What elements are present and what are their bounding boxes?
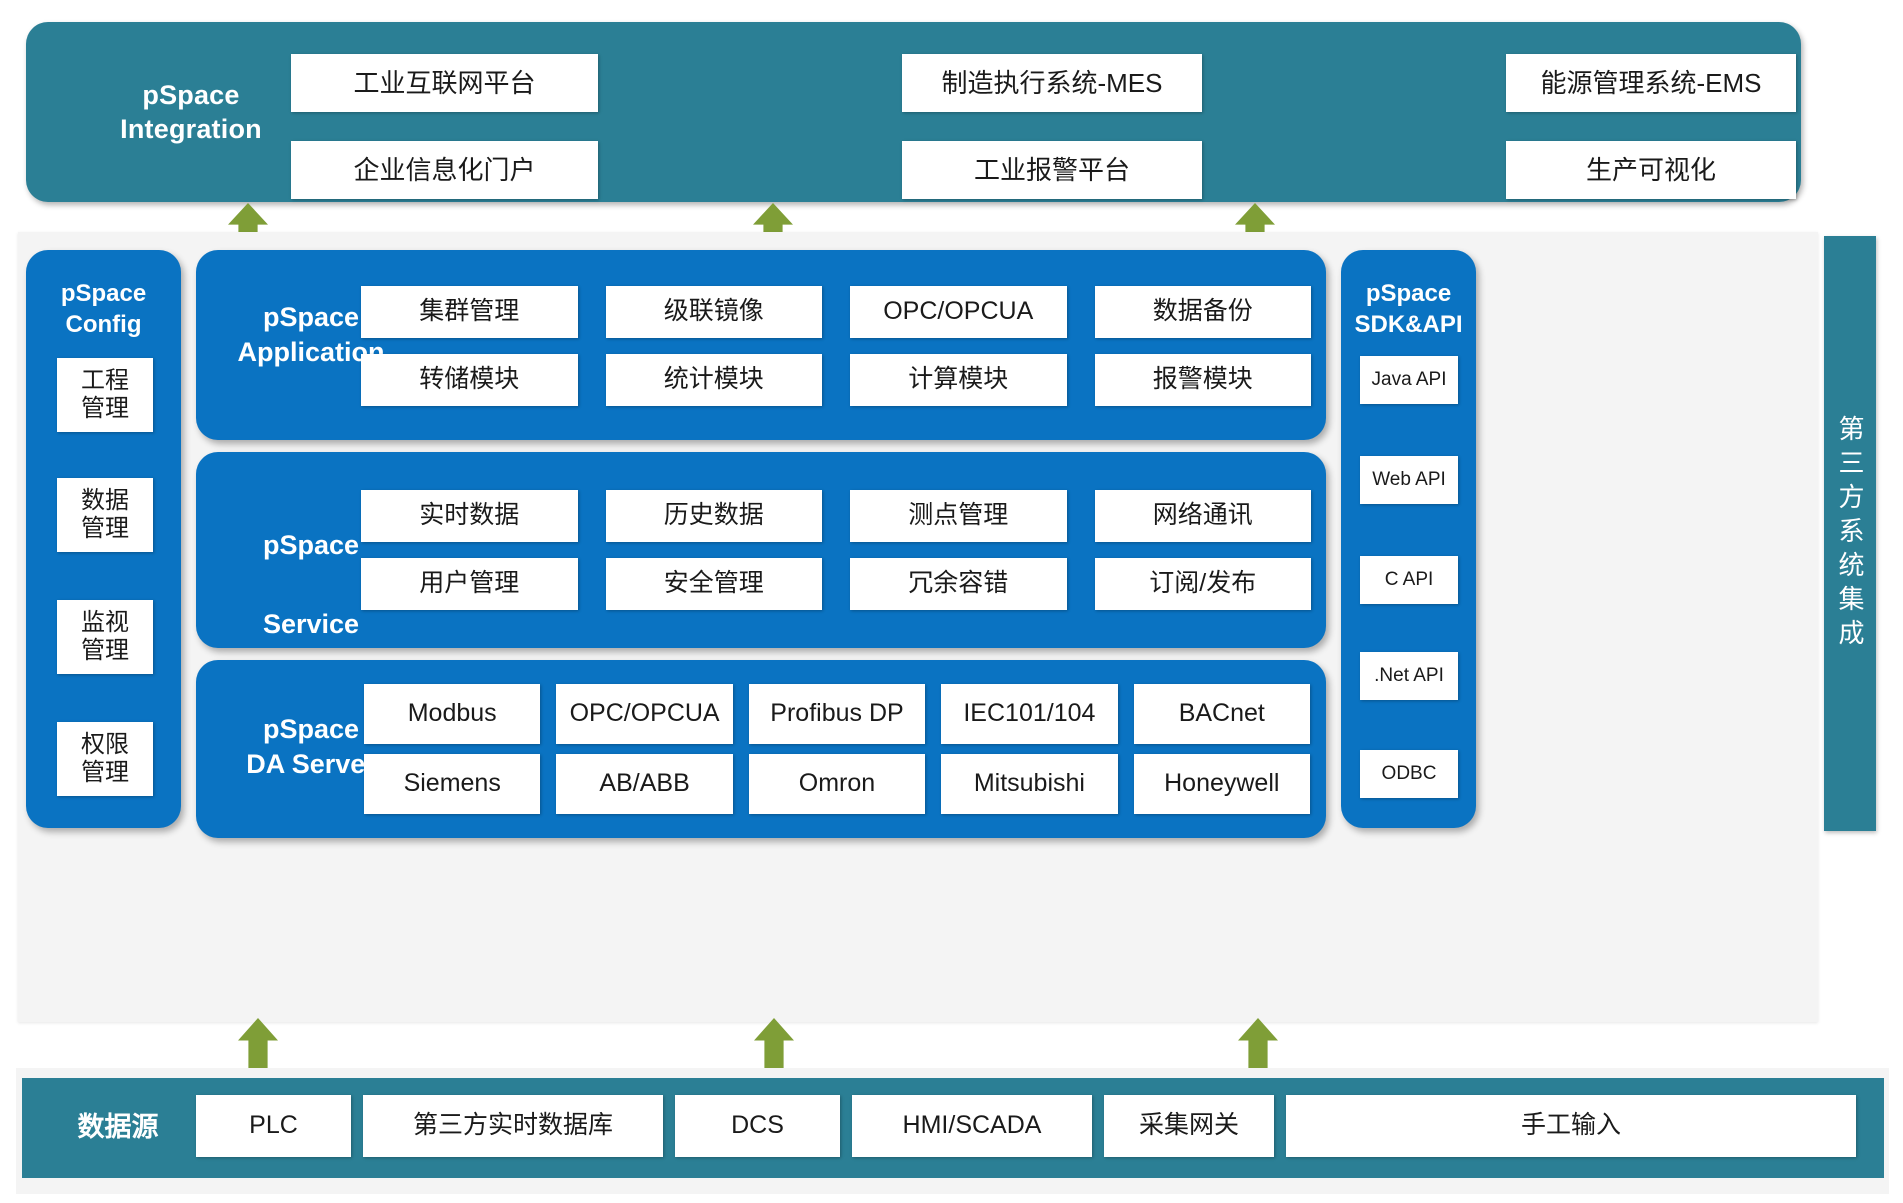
integration-tile-grid: 工业互联网平台 企业信息化门户 制造执行系统-MES 工业报警平台 能源管理系统… <box>291 54 1796 199</box>
sdk-api-title-line1: pSpace <box>1365 280 1452 307</box>
application-title-line2: Application <box>237 337 385 368</box>
integration-title-line2: Integration <box>120 113 262 144</box>
config-tile-project-management[interactable]: 工程 管理 <box>57 358 153 432</box>
sdk-tile-dotnet-api[interactable]: .Net API <box>1360 652 1458 700</box>
integration-tile-alarm-platform[interactable]: 工业报警平台 <box>902 141 1202 199</box>
sdk-api-title-line2: SDK&API <box>1354 311 1463 339</box>
arrow-up-right-to-da-server <box>1238 1018 1278 1068</box>
integration-tile-production-visualization[interactable]: 生产可视化 <box>1506 141 1796 199</box>
config-tile-0-line2: 管理 <box>81 395 129 422</box>
config-tile-1-line1: 数据 <box>81 486 129 514</box>
datasource-tile-plc[interactable]: PLC <box>196 1095 351 1157</box>
integration-tile-mes[interactable]: 制造执行系统-MES <box>902 54 1202 112</box>
service-tile-network-communication[interactable]: 网络通讯 <box>1094 490 1311 542</box>
da-tile-modbus[interactable]: Modbus <box>364 684 541 744</box>
service-title-line2: Service <box>262 609 360 639</box>
datasource-tile-hmi-scada[interactable]: HMI/SCADA <box>852 1095 1092 1157</box>
application-tile-grid: 集群管理 级联镜像 OPC/OPCUA 数据备份 转储模块 统计模块 计算模块 … <box>361 286 1311 406</box>
config-tile-3-line2: 管理 <box>81 759 129 786</box>
da-tile-profibus-dp[interactable]: Profibus DP <box>748 684 926 744</box>
config-tile-2-line1: 监视 <box>81 608 129 636</box>
da-tile-bacnet[interactable]: BACnet <box>1133 684 1310 744</box>
application-tile-cascade-mirror[interactable]: 级联镜像 <box>605 286 822 338</box>
config-tile-2-line2: 管理 <box>81 637 129 664</box>
da-server-title: pSpace DA Server <box>216 712 406 782</box>
config-panel: pSpace Config 工程 管理 数据 管理 监视 管理 权限 管理 <box>26 250 181 828</box>
arrow-up-left-to-da-server <box>238 1018 278 1068</box>
service-panel: pSpace Service 实时数据 历史数据 测点管理 网络通讯 用户管理 … <box>196 452 1326 648</box>
da-server-tile-grid: Modbus OPC/OPCUA Profibus DP IEC101/104 … <box>364 684 1310 814</box>
config-title: pSpace Config <box>26 278 181 340</box>
application-title: pSpace Application <box>216 300 406 370</box>
config-tile-permission-management[interactable]: 权限 管理 <box>57 722 153 796</box>
integration-title: pSpace Integration <box>86 79 296 147</box>
datasource-tile-collection-gateway[interactable]: 采集网关 <box>1104 1095 1274 1157</box>
application-tile-calculation-module[interactable]: 计算模块 <box>850 354 1067 406</box>
da-server-title-line2: DA Server <box>246 749 376 780</box>
application-tile-opc-opcua[interactable]: OPC/OPCUA <box>850 286 1067 338</box>
service-tile-redundancy-fault-tolerance[interactable]: 冗余容错 <box>850 558 1067 610</box>
da-server-title-line1: pSpace <box>262 714 360 744</box>
application-tile-cluster-management[interactable]: 集群管理 <box>361 286 578 338</box>
da-tile-mitsubishi[interactable]: Mitsubishi <box>941 754 1118 814</box>
third-party-integration-label: 第三方系统集成 <box>1835 414 1865 653</box>
service-title-line1: pSpace <box>262 530 360 560</box>
application-tile-transfer-module[interactable]: 转储模块 <box>361 354 578 406</box>
datasource-tile-grid: PLC 第三方实时数据库 DCS HMI/SCADA 采集网关 手工输入 <box>196 1095 1856 1157</box>
da-tile-ab-abb[interactable]: AB/ABB <box>556 754 733 814</box>
sdk-api-title: pSpace SDK&API <box>1341 278 1476 340</box>
application-tile-statistics-module[interactable]: 统计模块 <box>605 354 822 406</box>
sdk-api-panel: pSpace SDK&API Java API Web API C API .N… <box>1341 250 1476 828</box>
service-tile-user-management[interactable]: 用户管理 <box>361 558 578 610</box>
datasource-tile-third-party-rtdb[interactable]: 第三方实时数据库 <box>363 1095 663 1157</box>
integration-tile-ems[interactable]: 能源管理系统-EMS <box>1506 54 1796 112</box>
arrow-up-center-to-da-server <box>754 1018 794 1068</box>
datasource-tile-dcs[interactable]: DCS <box>675 1095 840 1157</box>
application-title-line1: pSpace <box>262 302 360 332</box>
da-tile-honeywell[interactable]: Honeywell <box>1133 754 1310 814</box>
sdk-tile-c-api[interactable]: C API <box>1360 556 1458 604</box>
sdk-tile-odbc[interactable]: ODBC <box>1360 750 1458 798</box>
config-tile-0-line1: 工程 <box>81 366 129 394</box>
service-tile-history-data[interactable]: 历史数据 <box>605 490 822 542</box>
config-tile-data-management[interactable]: 数据 管理 <box>57 478 153 552</box>
service-tile-security-management[interactable]: 安全管理 <box>605 558 822 610</box>
service-tile-subscribe-publish[interactable]: 订阅/发布 <box>1094 558 1311 610</box>
integration-band: pSpace Integration 工业互联网平台 企业信息化门户 制造执行系… <box>26 22 1801 202</box>
integration-tile-enterprise-portal[interactable]: 企业信息化门户 <box>291 141 598 199</box>
integration-title-line1: pSpace <box>142 80 240 110</box>
datasource-tile-manual-input[interactable]: 手工输入 <box>1286 1095 1856 1157</box>
sdk-tile-web-api[interactable]: Web API <box>1360 456 1458 504</box>
integration-tile-iiot-platform[interactable]: 工业互联网平台 <box>291 54 598 112</box>
datasource-title: 数据源 <box>77 1112 159 1142</box>
sdk-tile-java-api[interactable]: Java API <box>1360 356 1458 404</box>
service-tile-realtime-data[interactable]: 实时数据 <box>361 490 578 542</box>
config-title-line2: Config <box>65 311 142 339</box>
da-tile-siemens[interactable]: Siemens <box>364 754 541 814</box>
da-tile-opc-opcua[interactable]: OPC/OPCUA <box>556 684 733 744</box>
service-tile-tag-management[interactable]: 测点管理 <box>850 490 1067 542</box>
application-tile-data-backup[interactable]: 数据备份 <box>1094 286 1311 338</box>
service-tile-grid: 实时数据 历史数据 测点管理 网络通讯 用户管理 安全管理 冗余容错 订阅/发布 <box>361 490 1311 610</box>
config-tile-3-line1: 权限 <box>81 730 129 758</box>
third-party-integration-bar: 第三方系统集成 <box>1824 236 1876 831</box>
da-tile-iec101-104[interactable]: IEC101/104 <box>941 684 1118 744</box>
application-panel: pSpace Application 集群管理 级联镜像 OPC/OPCUA 数… <box>196 250 1326 440</box>
config-title-line1: pSpace <box>60 280 147 307</box>
da-tile-omron[interactable]: Omron <box>748 754 926 814</box>
config-tile-monitor-management[interactable]: 监视 管理 <box>57 600 153 674</box>
application-tile-alarm-module[interactable]: 报警模块 <box>1094 354 1311 406</box>
config-tile-1-line2: 管理 <box>81 515 129 542</box>
da-server-panel: pSpace DA Server Modbus OPC/OPCUA Profib… <box>196 660 1326 838</box>
